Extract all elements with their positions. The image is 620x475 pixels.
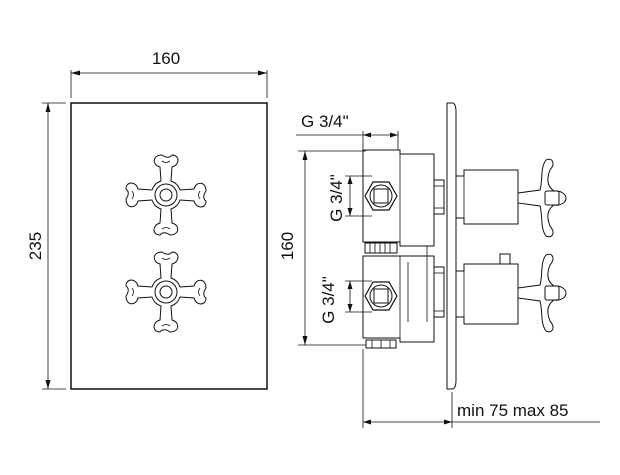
- plate-height-label: 235: [26, 232, 45, 260]
- lower-handle-side: [455, 253, 567, 333]
- plate-width-dimension: 160: [70, 49, 268, 98]
- depth-dimension: min 75 max 85: [362, 349, 600, 428]
- upper-side-inlet-label: G 3/4": [327, 174, 346, 222]
- lower-cross-handle: [125, 251, 207, 333]
- front-view: 160 235: [26, 49, 268, 390]
- cover-plate: [70, 102, 268, 390]
- upper-inlet-port: [364, 181, 398, 211]
- upper-side-inlet-dimension: G 3/4": [327, 174, 372, 222]
- lower-spindle: [407, 246, 445, 322]
- lower-side-inlet-label: G 3/4": [319, 276, 338, 324]
- top-inlet-dimension: G 3/4": [296, 112, 399, 150]
- plate-width-label: 160: [152, 49, 180, 68]
- side-view: G 3/4" 160 G 3/4" G 3/4": [278, 102, 600, 428]
- body-height-dimension: 160: [278, 150, 366, 346]
- plate-height-dimension: 235: [26, 102, 66, 390]
- upper-spindle: [433, 179, 445, 215]
- upper-handle-side: [455, 158, 567, 238]
- plate-side: [446, 102, 457, 390]
- lower-side-inlet-dimension: G 3/4": [319, 276, 372, 324]
- depth-range-label: min 75 max 85: [457, 401, 569, 420]
- upper-cross-handle: [125, 154, 207, 236]
- top-inlet-label: G 3/4": [301, 112, 349, 131]
- valve-body: [362, 149, 435, 349]
- body-height-label: 160: [278, 232, 297, 260]
- lower-inlet-port: [364, 281, 398, 311]
